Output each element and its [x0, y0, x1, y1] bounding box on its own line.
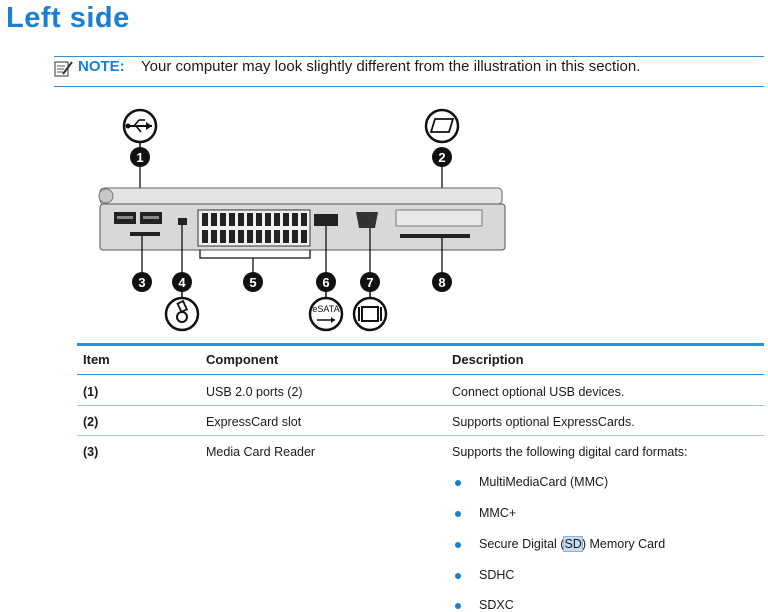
callout-8-label: 8	[438, 275, 445, 290]
bullet-dot	[455, 480, 461, 486]
bullet-dot	[455, 542, 461, 548]
callout-1-label: 1	[136, 150, 143, 165]
callout-6: 6	[316, 272, 336, 292]
row-2-item: (2)	[83, 415, 99, 429]
format-sd-suffix: ) Memory Card	[581, 537, 666, 551]
format-sd-highlight[interactable]: SD	[563, 536, 583, 552]
page-title: Left side	[6, 2, 130, 34]
note-bottom-rule	[54, 86, 764, 87]
monitor-icon	[352, 296, 388, 332]
callout-7-label: 7	[366, 275, 373, 290]
row-3-description: Supports the following digital card form…	[452, 445, 688, 459]
row-3-component: Media Card Reader	[206, 445, 316, 459]
format-sdxc: SDXC	[479, 598, 514, 612]
note-label: NOTE:	[78, 58, 125, 75]
format-sd-prefix: Secure Digital (	[479, 537, 565, 551]
callout-3: 3	[132, 272, 152, 292]
format-mmc: MultiMediaCard (MMC)	[479, 475, 609, 489]
row-2-rule	[77, 435, 764, 436]
bullet-dot	[455, 603, 461, 609]
left-side-illustration: 1 2 3 4 5	[98, 108, 506, 332]
callout-7: 7	[360, 272, 380, 292]
callout-6-label: 6	[322, 275, 329, 290]
callout-2-label: 2	[438, 150, 445, 165]
callout-8: 8	[432, 272, 452, 292]
callout-5: 5	[243, 272, 263, 292]
callout-4-label: 4	[178, 275, 186, 290]
header-component: Component	[206, 352, 279, 367]
format-sdhc: SDHC	[479, 568, 515, 582]
callout-5-label: 5	[249, 275, 256, 290]
row-3-item: (3)	[83, 445, 99, 459]
bullet-dot	[455, 573, 461, 579]
esata-icon-label: eSATA	[312, 304, 339, 314]
callout-2: 2	[432, 147, 452, 167]
format-sd: Secure Digital (SD) Memory Card	[479, 536, 666, 552]
row-1-component: USB 2.0 ports (2)	[206, 385, 303, 399]
callout-1: 1	[130, 147, 150, 167]
expresscard-icon	[424, 108, 460, 144]
bullet-dot	[455, 511, 461, 517]
table-top-rule	[77, 343, 764, 346]
row-2-component: ExpressCard slot	[206, 415, 302, 429]
callout-4: 4	[172, 272, 192, 292]
callout-3-label: 3	[138, 275, 145, 290]
note-top-rule	[54, 56, 764, 57]
header-description: Description	[452, 352, 524, 367]
format-mmc-plus: MMC+	[479, 506, 517, 520]
row-1-description: Connect optional USB devices.	[452, 385, 625, 399]
header-item: Item	[83, 352, 110, 367]
usb-icon	[122, 108, 158, 144]
note-text: Your computer may look slightly differen…	[141, 58, 641, 75]
row-1-item: (1)	[83, 385, 99, 399]
security-lock-icon	[164, 296, 200, 332]
note-pencil-icon	[54, 61, 73, 77]
row-1-rule	[77, 405, 764, 406]
row-2-description: Supports optional ExpressCards.	[452, 415, 635, 429]
esata-icon: eSATA	[308, 296, 344, 332]
table-header-rule	[77, 374, 764, 375]
